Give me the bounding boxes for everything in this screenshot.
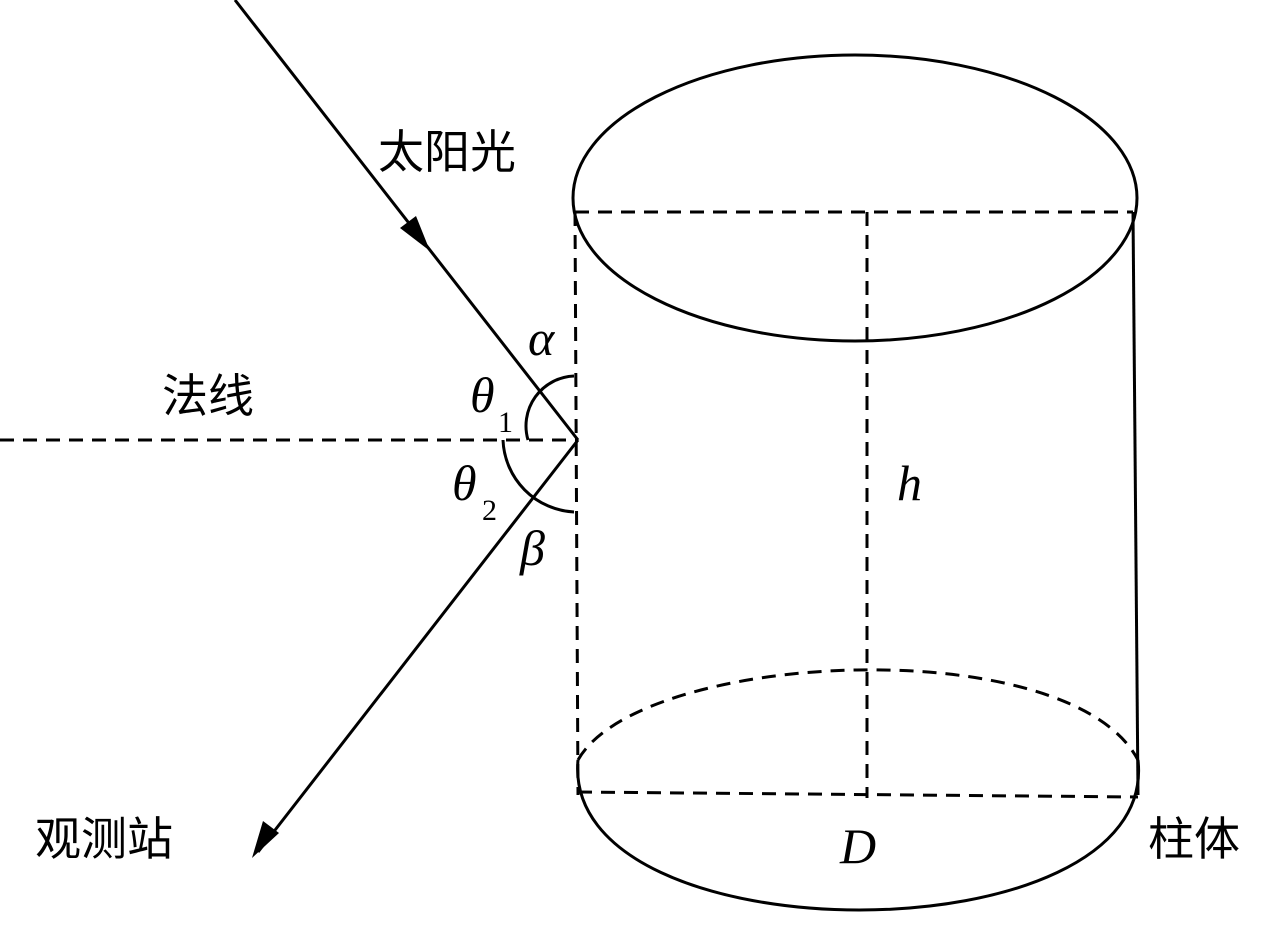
column-bottom-back-arc [576,668,1140,761]
station-label: 观测站 [35,812,173,866]
normal-label: 法线 [162,369,254,423]
theta1-arc [524,374,575,441]
incident-ray [233,0,580,441]
column-label: 柱体 [1148,812,1240,866]
theta2-arc [501,439,575,514]
theta2-subscript: 2 [482,494,497,527]
reflected-arrowhead [252,821,279,858]
column-left-edge [573,211,580,796]
theta1-subscript: 1 [498,406,513,439]
sunlight-label: 太阳光 [378,125,516,179]
incident-arrowhead [400,216,430,251]
beta-symbol: β [519,520,545,576]
column-bottom-front-arc [576,759,1140,912]
theta1-symbol: θ [470,367,495,423]
bottom-diameter [577,790,1139,799]
theta2-symbol: θ [452,455,477,511]
height-symbol: h [897,455,922,511]
column-right-edge [1131,211,1140,796]
column-top-ellipse [571,53,1139,343]
reflected-ray [256,439,580,853]
diameter-symbol: D [839,818,876,874]
alpha-symbol: α [528,310,556,366]
